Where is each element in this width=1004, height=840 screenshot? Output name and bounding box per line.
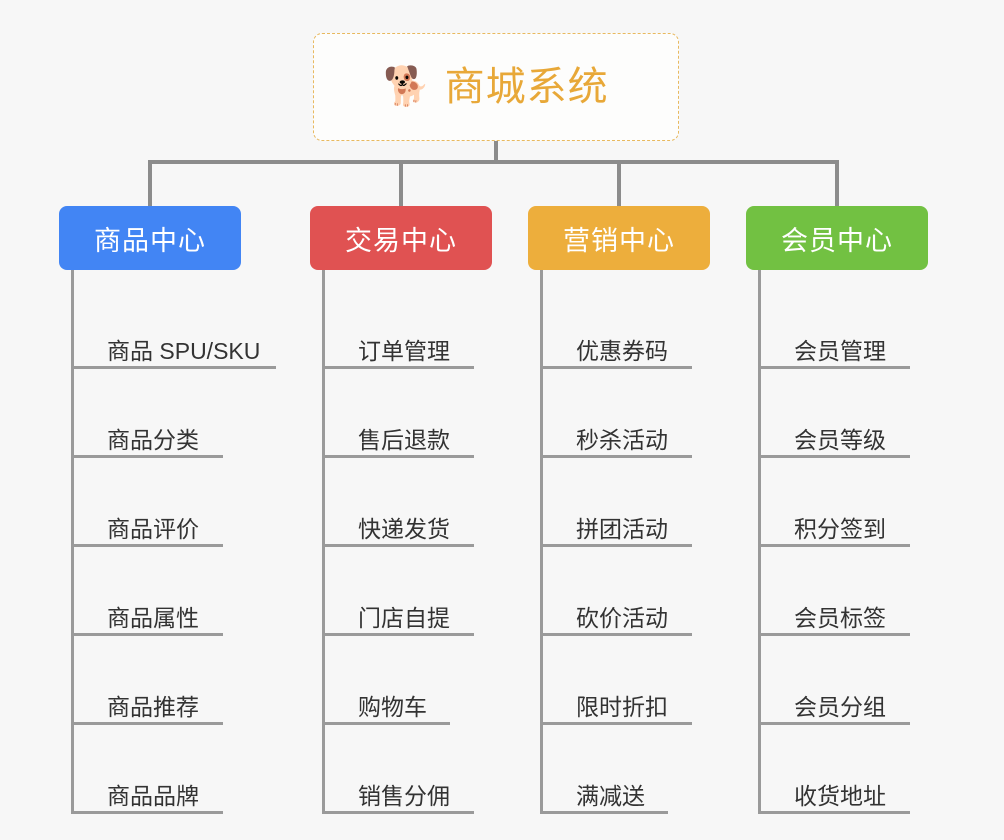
leaf-item[interactable]: 订单管理 xyxy=(322,280,492,369)
leaf-item[interactable]: 限时折扣 xyxy=(540,636,710,725)
leaf-item-rule xyxy=(322,633,474,636)
leaf-item-rule xyxy=(540,633,692,636)
leaf-item-rule xyxy=(322,811,474,814)
leaf-item-rule xyxy=(758,455,910,458)
leaf-item[interactable]: 拼团活动 xyxy=(540,458,710,547)
leaf-item[interactable]: 会员等级 xyxy=(758,369,928,458)
root-title: 商城系统 xyxy=(444,65,609,109)
leaf-item-label: 优惠券码 xyxy=(576,338,668,365)
leaf-item[interactable]: 会员标签 xyxy=(758,547,928,636)
leaf-item-label: 会员管理 xyxy=(794,338,886,365)
branch-column-product-center: 商品中心商品 SPU/SKU 商品分类商品评价商品属性商品推荐商品品牌 xyxy=(59,206,276,814)
leaf-list-trade-center: 订单管理售后退款快递发货门店自提购物车销售分佣 xyxy=(322,270,492,814)
leaf-item-rule xyxy=(322,544,474,547)
leaf-item-label: 购物车 xyxy=(358,694,427,721)
leaf-spine-trade-center xyxy=(322,270,325,814)
leaf-item-rule xyxy=(71,633,223,636)
root-node[interactable]: 🐕 商城系统 xyxy=(313,33,679,141)
leaf-item-rule xyxy=(322,722,450,725)
leaf-item-label: 商品品牌 xyxy=(107,783,199,810)
leaf-item-label: 商品评价 xyxy=(107,516,199,543)
leaf-item-label: 门店自提 xyxy=(358,605,450,632)
trunk-drop-product-center xyxy=(148,160,152,208)
leaf-spine-product-center xyxy=(71,270,74,814)
leaf-item-label: 订单管理 xyxy=(358,338,450,365)
branch-column-trade-center: 交易中心订单管理售后退款快递发货门店自提购物车销售分佣 xyxy=(310,206,492,814)
leaf-item-label: 销售分佣 xyxy=(358,783,450,810)
leaf-item-rule xyxy=(758,544,910,547)
leaf-item-rule xyxy=(322,455,474,458)
leaf-item[interactable]: 商品分类 xyxy=(71,369,241,458)
leaf-item[interactable]: 商品 SPU/SKU xyxy=(71,280,276,369)
trunk-drop-member-center xyxy=(835,160,839,208)
leaf-item-rule xyxy=(322,366,474,369)
leaf-item-label: 秒杀活动 xyxy=(576,427,668,454)
leaf-list-product-center: 商品 SPU/SKU 商品分类商品评价商品属性商品推荐商品品牌 xyxy=(71,270,276,814)
leaf-item-rule xyxy=(71,455,223,458)
leaf-item-label: 积分签到 xyxy=(794,516,886,543)
trunk-bus xyxy=(150,160,838,164)
leaf-item-label: 砍价活动 xyxy=(576,605,668,632)
leaf-item-rule xyxy=(540,366,692,369)
leaf-item-rule xyxy=(540,811,668,814)
leaf-item[interactable]: 会员分组 xyxy=(758,636,928,725)
leaf-item-rule xyxy=(758,366,910,369)
leaf-item-rule xyxy=(71,366,276,369)
leaf-item[interactable]: 商品品牌 xyxy=(71,725,241,814)
leaf-item[interactable]: 商品属性 xyxy=(71,547,241,636)
leaf-item-label: 限时折扣 xyxy=(576,694,668,721)
leaf-item[interactable]: 购物车 xyxy=(322,636,492,725)
shiba-dog-emoji: 🐕 xyxy=(383,66,431,108)
leaf-item-rule xyxy=(71,544,223,547)
leaf-item[interactable]: 商品评价 xyxy=(71,458,241,547)
leaf-item[interactable]: 会员管理 xyxy=(758,280,928,369)
leaf-item[interactable]: 秒杀活动 xyxy=(540,369,710,458)
leaf-item-label: 商品属性 xyxy=(107,605,199,632)
leaf-item[interactable]: 门店自提 xyxy=(322,547,492,636)
leaf-item-label: 售后退款 xyxy=(358,427,450,454)
leaf-list-member-center: 会员管理会员等级积分签到会员标签会员分组收货地址 xyxy=(758,270,928,814)
leaf-item-rule xyxy=(540,455,692,458)
leaf-list-marketing-center: 优惠券码秒杀活动拼团活动砍价活动限时折扣满减送 xyxy=(540,270,710,814)
leaf-item-rule xyxy=(758,811,910,814)
trunk-drop-trade-center xyxy=(399,160,403,208)
leaf-item[interactable]: 销售分佣 xyxy=(322,725,492,814)
leaf-item[interactable]: 商品推荐 xyxy=(71,636,241,725)
branch-column-marketing-center: 营销中心优惠券码秒杀活动拼团活动砍价活动限时折扣满减送 xyxy=(528,206,710,814)
leaf-item[interactable]: 优惠券码 xyxy=(540,280,710,369)
leaf-item-label: 商品分类 xyxy=(107,427,199,454)
branch-header-marketing-center[interactable]: 营销中心 xyxy=(528,206,710,270)
leaf-item-rule xyxy=(758,722,910,725)
leaf-item-label: 商品推荐 xyxy=(107,694,199,721)
leaf-item-label: 收货地址 xyxy=(794,783,886,810)
branch-header-product-center[interactable]: 商品中心 xyxy=(59,206,241,270)
leaf-item-label: 会员标签 xyxy=(794,605,886,632)
trunk-drop-marketing-center xyxy=(617,160,621,208)
branch-header-member-center[interactable]: 会员中心 xyxy=(746,206,928,270)
leaf-item[interactable]: 收货地址 xyxy=(758,725,928,814)
leaf-item-rule xyxy=(71,722,223,725)
trunk-stem xyxy=(494,141,498,164)
leaf-item-rule xyxy=(540,544,692,547)
leaf-item-label: 会员等级 xyxy=(794,427,886,454)
leaf-item-label: 快递发货 xyxy=(358,516,450,543)
leaf-spine-marketing-center xyxy=(540,270,543,814)
leaf-item-rule xyxy=(540,722,692,725)
leaf-item[interactable]: 售后退款 xyxy=(322,369,492,458)
leaf-item-label: 商品 SPU/SKU xyxy=(107,338,261,365)
leaf-item-label: 满减送 xyxy=(576,783,645,810)
leaf-item-label: 会员分组 xyxy=(794,694,886,721)
leaf-item[interactable]: 砍价活动 xyxy=(540,547,710,636)
leaf-item[interactable]: 积分签到 xyxy=(758,458,928,547)
leaf-item-rule xyxy=(758,633,910,636)
leaf-item[interactable]: 快递发货 xyxy=(322,458,492,547)
leaf-item-rule xyxy=(71,811,223,814)
leaf-item-label: 拼团活动 xyxy=(576,516,668,543)
leaf-spine-member-center xyxy=(758,270,761,814)
branch-column-member-center: 会员中心会员管理会员等级积分签到会员标签会员分组收货地址 xyxy=(746,206,928,814)
leaf-item[interactable]: 满减送 xyxy=(540,725,710,814)
branch-header-trade-center[interactable]: 交易中心 xyxy=(310,206,492,270)
